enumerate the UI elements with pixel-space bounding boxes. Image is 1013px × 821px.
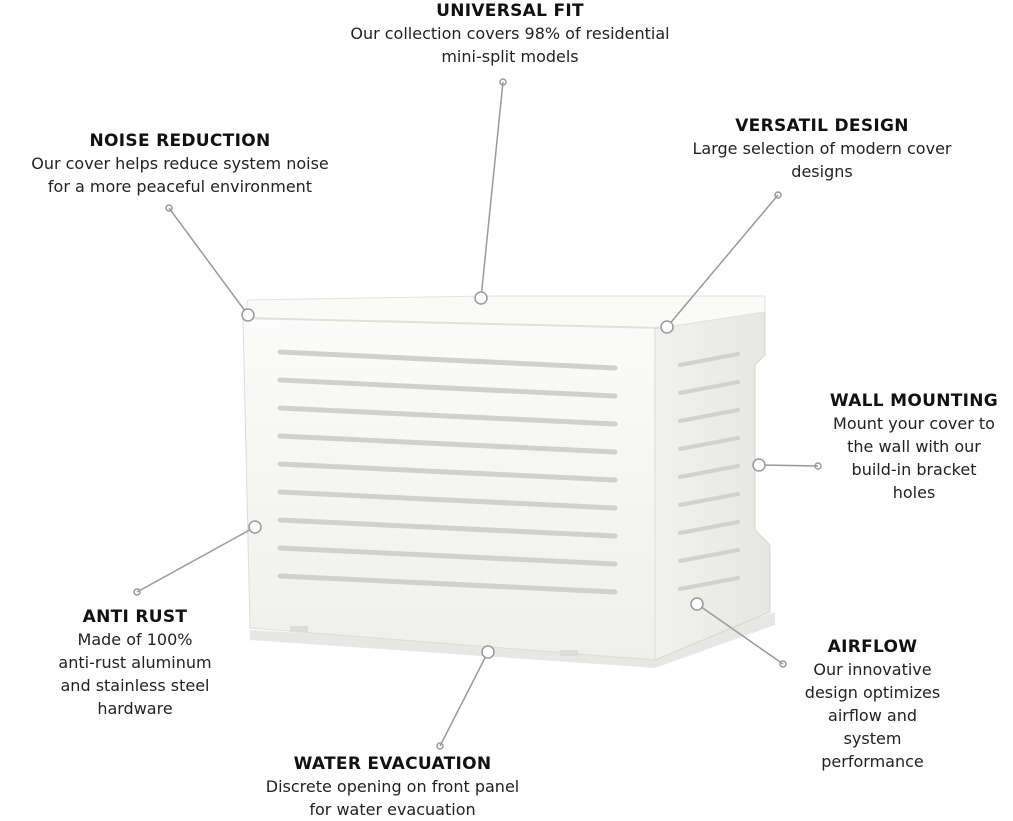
feature-desc-line: Our cover helps reduce system noise (31, 154, 329, 173)
feature-desc-line: mini-split models (441, 47, 579, 66)
connector-lines (133, 78, 822, 750)
feature-wall-mounting: WALL MOUNTING Mount your cover to the wa… (815, 390, 1013, 504)
feature-title: VERSATIL DESIGN (735, 116, 909, 136)
feature-desc-line: Large selection of modern cover (692, 139, 952, 158)
feature-title: ANTI RUST (82, 607, 188, 627)
feature-desc-line: hardware (97, 699, 173, 718)
feature-desc-line: the wall with our (847, 437, 981, 456)
feature-desc-line: airflow and (828, 706, 917, 725)
cover-side-panel (654, 305, 771, 661)
feature-noise-reduction: NOISE REDUCTION Our cover helps reduce s… (0, 130, 360, 198)
feature-desc-line: Our collection covers 98% of residential (350, 24, 670, 43)
feature-desc-line: system (843, 729, 902, 748)
feature-desc-line: Mount your cover to (833, 414, 995, 433)
feature-title: WATER EVACUATION (293, 754, 492, 774)
feature-desc-line: Made of 100% (77, 630, 193, 649)
feature-universal-fit: UNIVERSAL FIT Our collection covers 98% … (300, 0, 720, 68)
feature-desc-line: for water evacuation (309, 800, 476, 819)
feature-desc-line: designs (791, 162, 853, 181)
feature-desc-line: Discrete opening on front panel (265, 777, 520, 796)
cover-front-panel (242, 315, 656, 661)
feature-versatil-design: VERSATIL DESIGN Large selection of moder… (652, 115, 992, 183)
feature-water-evacuation: WATER EVACUATION Discrete opening on fro… (230, 753, 555, 821)
feature-desc-line: design optimizes (804, 683, 941, 702)
feature-title: NOISE REDUCTION (89, 131, 271, 151)
feature-desc-line: performance (821, 752, 924, 771)
feature-airflow: AIRFLOW Our innovative design optimizes … (780, 636, 965, 773)
feature-desc-line: for a more peaceful environment (47, 177, 313, 196)
cover-top-lid (242, 295, 766, 329)
feature-title: UNIVERSAL FIT (436, 1, 584, 21)
feature-desc-line: Our innovative (813, 660, 932, 679)
feature-desc-line: holes (892, 483, 936, 502)
feature-anti-rust: ANTI RUST Made of 100% anti-rust aluminu… (40, 606, 230, 720)
feature-title: AIRFLOW (827, 637, 918, 657)
feature-title: WALL MOUNTING (829, 391, 999, 411)
feature-desc-line: and stainless steel (60, 676, 210, 695)
feature-desc-line: anti-rust aluminum (58, 653, 212, 672)
feature-desc-line: build-in bracket (851, 460, 977, 479)
